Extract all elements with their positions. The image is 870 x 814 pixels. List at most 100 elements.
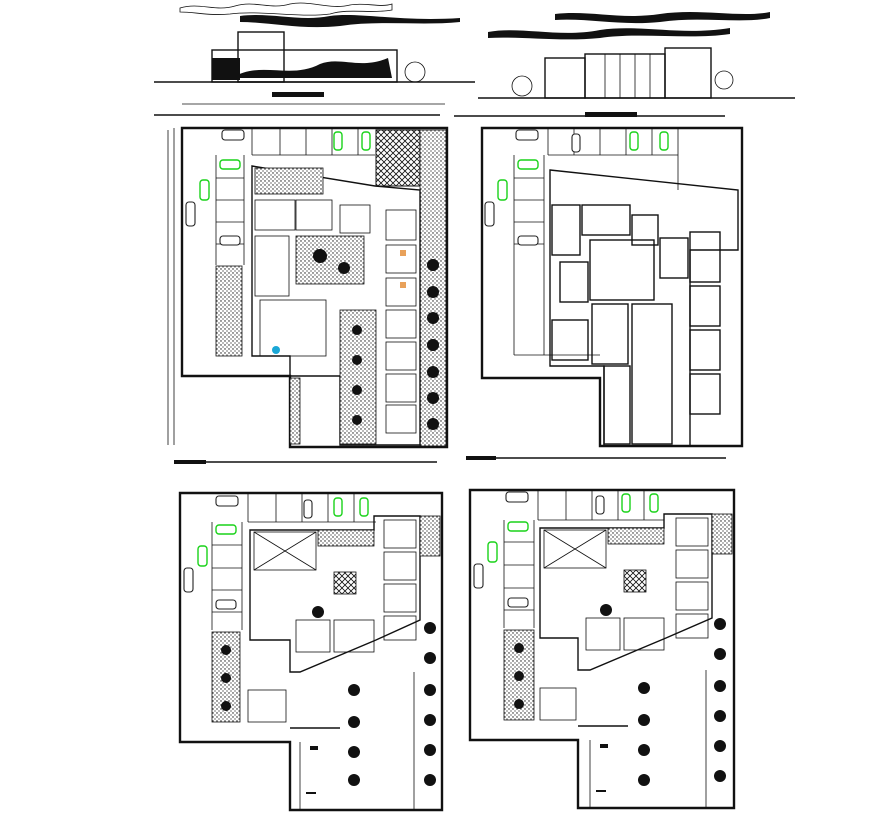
garden-trees-left-second — [514, 643, 524, 709]
car-green-ground-3 — [219, 159, 241, 170]
facade-fins-right — [604, 54, 651, 98]
scale-bar-left — [272, 92, 324, 97]
lower-box-first — [247, 689, 287, 723]
blue-fixture — [272, 346, 280, 354]
units-first — [295, 519, 417, 653]
tree-elev-right-1 — [511, 75, 533, 97]
atrium-void-second — [543, 529, 607, 569]
car-green-structure-1 — [629, 131, 639, 151]
car-green-first-4 — [197, 545, 208, 567]
scale-bar-ground — [174, 460, 206, 464]
plan-first — [178, 491, 444, 812]
tree-elev-right-2 — [714, 70, 734, 90]
strip-hatch-first — [419, 515, 441, 557]
plan-structure — [466, 126, 744, 460]
plan-second — [468, 488, 736, 810]
car-green-second-3 — [507, 521, 529, 532]
car-left-second-1 — [473, 563, 484, 589]
tree-elev-left — [404, 61, 426, 83]
slab-outline-structure — [549, 169, 739, 447]
car-left-first-2 — [215, 599, 237, 610]
units-second — [585, 517, 709, 651]
atrium-void-first — [253, 531, 317, 571]
orange-fixture-1 — [400, 250, 406, 256]
scale-bar-right — [585, 112, 637, 117]
small-symbol-first — [310, 746, 318, 750]
car-left-ground-2 — [219, 235, 241, 246]
garden-bottom-ground — [289, 377, 301, 445]
car-top-structure-1 — [515, 129, 539, 141]
car-green-structure-4 — [497, 179, 508, 201]
facade-band — [212, 58, 240, 80]
car-top-second-1 — [505, 491, 529, 503]
car-green-structure-2 — [659, 131, 669, 151]
parking-left-first — [211, 522, 243, 630]
tree-column-second-a — [600, 604, 650, 786]
car-top-ground-1 — [221, 129, 245, 141]
hatch-top-second — [607, 527, 665, 545]
lobby-pattern — [254, 167, 324, 195]
car-left-structure-2 — [517, 235, 539, 246]
parking-top-structure — [547, 128, 679, 190]
building-right-c — [664, 47, 712, 99]
small-symbol-first-2 — [306, 792, 316, 794]
site-boundary-second — [468, 488, 736, 810]
parking-top-second — [537, 490, 664, 521]
car-top-structure-2 — [571, 133, 581, 153]
rooms-ground — [254, 199, 417, 434]
car-green-ground-4 — [199, 179, 210, 201]
car-green-second-4 — [487, 541, 498, 563]
parking-left-second — [503, 520, 535, 628]
clouds-right-2 — [488, 28, 730, 40]
building-outline-ground — [251, 165, 421, 446]
strip-hatch-second — [711, 513, 733, 555]
car-left-ground-1 — [185, 201, 196, 227]
building-right-a — [544, 57, 586, 99]
pool-trees-ground — [352, 325, 362, 425]
building-outline-second — [539, 513, 713, 671]
clouds-left — [179, 2, 393, 16]
small-symbol-second-2 — [596, 790, 606, 792]
courtyard-tree-2 — [338, 262, 350, 274]
scale-bar-structure — [466, 456, 496, 460]
car-green-first-1 — [333, 497, 343, 517]
tree-column-first-b — [424, 622, 436, 786]
parking-top-ground — [251, 128, 375, 156]
garden-left-ground — [215, 265, 243, 357]
site-boundary-ground — [180, 126, 449, 449]
site-boundary-first — [178, 491, 444, 812]
small-symbol-second — [600, 744, 608, 748]
car-green-second-1 — [621, 493, 631, 513]
car-left-structure-1 — [484, 201, 495, 227]
clouds-left-2 — [240, 15, 460, 28]
building-right-b — [584, 53, 666, 99]
car-green-first-2 — [359, 497, 369, 517]
garden-black-ground — [375, 129, 421, 187]
car-green-structure-3 — [517, 159, 539, 170]
car-top-first-2 — [303, 499, 313, 519]
stair-second — [623, 569, 647, 593]
site-boundary-structure — [480, 126, 744, 448]
elevation-right — [454, 12, 795, 117]
facade-wave — [232, 58, 392, 78]
building-outline-first — [249, 515, 421, 673]
orange-fixture-2 — [400, 282, 406, 288]
structure-walls — [551, 204, 721, 445]
tree-column-ground — [427, 259, 439, 430]
car-green-second-2 — [649, 493, 659, 513]
car-green-ground-2 — [361, 131, 371, 151]
car-top-second-2 — [595, 495, 605, 515]
car-top-first-1 — [215, 495, 239, 507]
lower-box-second — [539, 687, 577, 721]
car-green-first-3 — [215, 524, 237, 535]
car-left-second-2 — [507, 597, 529, 608]
tree-column-second-b — [714, 618, 726, 782]
elevation-left — [154, 2, 475, 116]
courtyard-hatch-ground — [295, 235, 365, 285]
plan-ground — [167, 126, 449, 464]
tree-column-first-a — [312, 606, 360, 786]
tower-left — [237, 31, 285, 83]
courtyard-tree-1 — [313, 249, 327, 263]
parking-left-ground — [215, 155, 245, 265]
